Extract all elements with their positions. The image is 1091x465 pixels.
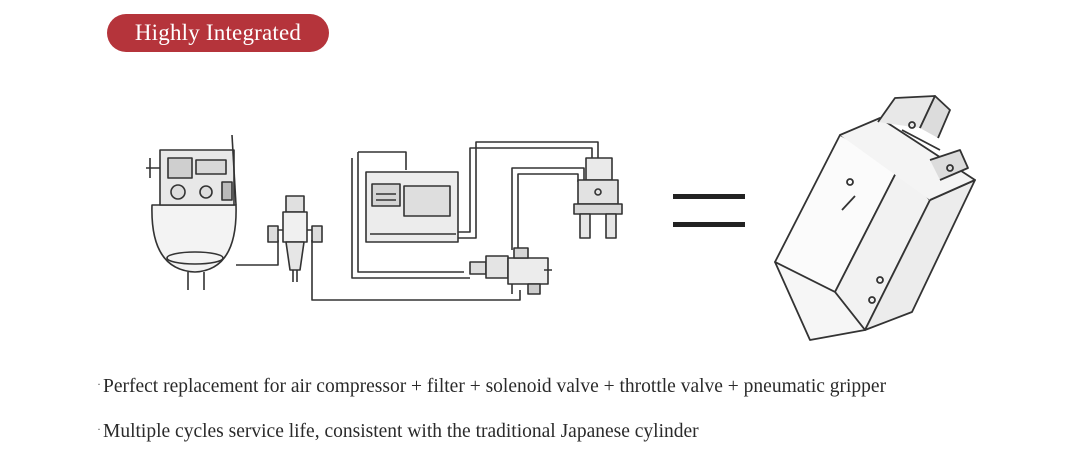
bullet-dot: · — [97, 422, 101, 436]
feature-item-1: ·Perfect replacement for air compressor … — [97, 376, 886, 398]
feature-text-1: Perfect replacement for air compressor +… — [103, 376, 887, 397]
air-line-2 — [311, 240, 521, 301]
signal-line-2 — [458, 147, 593, 233]
section-title-badge: Highly Integrated — [107, 14, 329, 52]
pneumatic-gripper-icon — [573, 157, 623, 239]
filter-regulator-icon — [267, 195, 323, 282]
equals-sign-icon — [673, 194, 745, 227]
air-compressor-icon — [146, 134, 237, 290]
integrated-gripper-icon — [774, 95, 976, 341]
air-line-3 — [511, 167, 585, 250]
signal-line — [458, 141, 599, 239]
bullet-dot: · — [97, 377, 101, 391]
air-line-4 — [517, 173, 579, 250]
section-title: Highly Integrated — [134, 20, 302, 45]
plc-controller-icon — [351, 151, 470, 279]
air-line-1 — [236, 240, 279, 266]
solenoid-valve-icon — [469, 247, 552, 295]
feature-item-2: ·Multiple cycles service life, consisten… — [97, 421, 699, 443]
feature-text-2: Multiple cycles service life, consistent… — [103, 421, 699, 442]
